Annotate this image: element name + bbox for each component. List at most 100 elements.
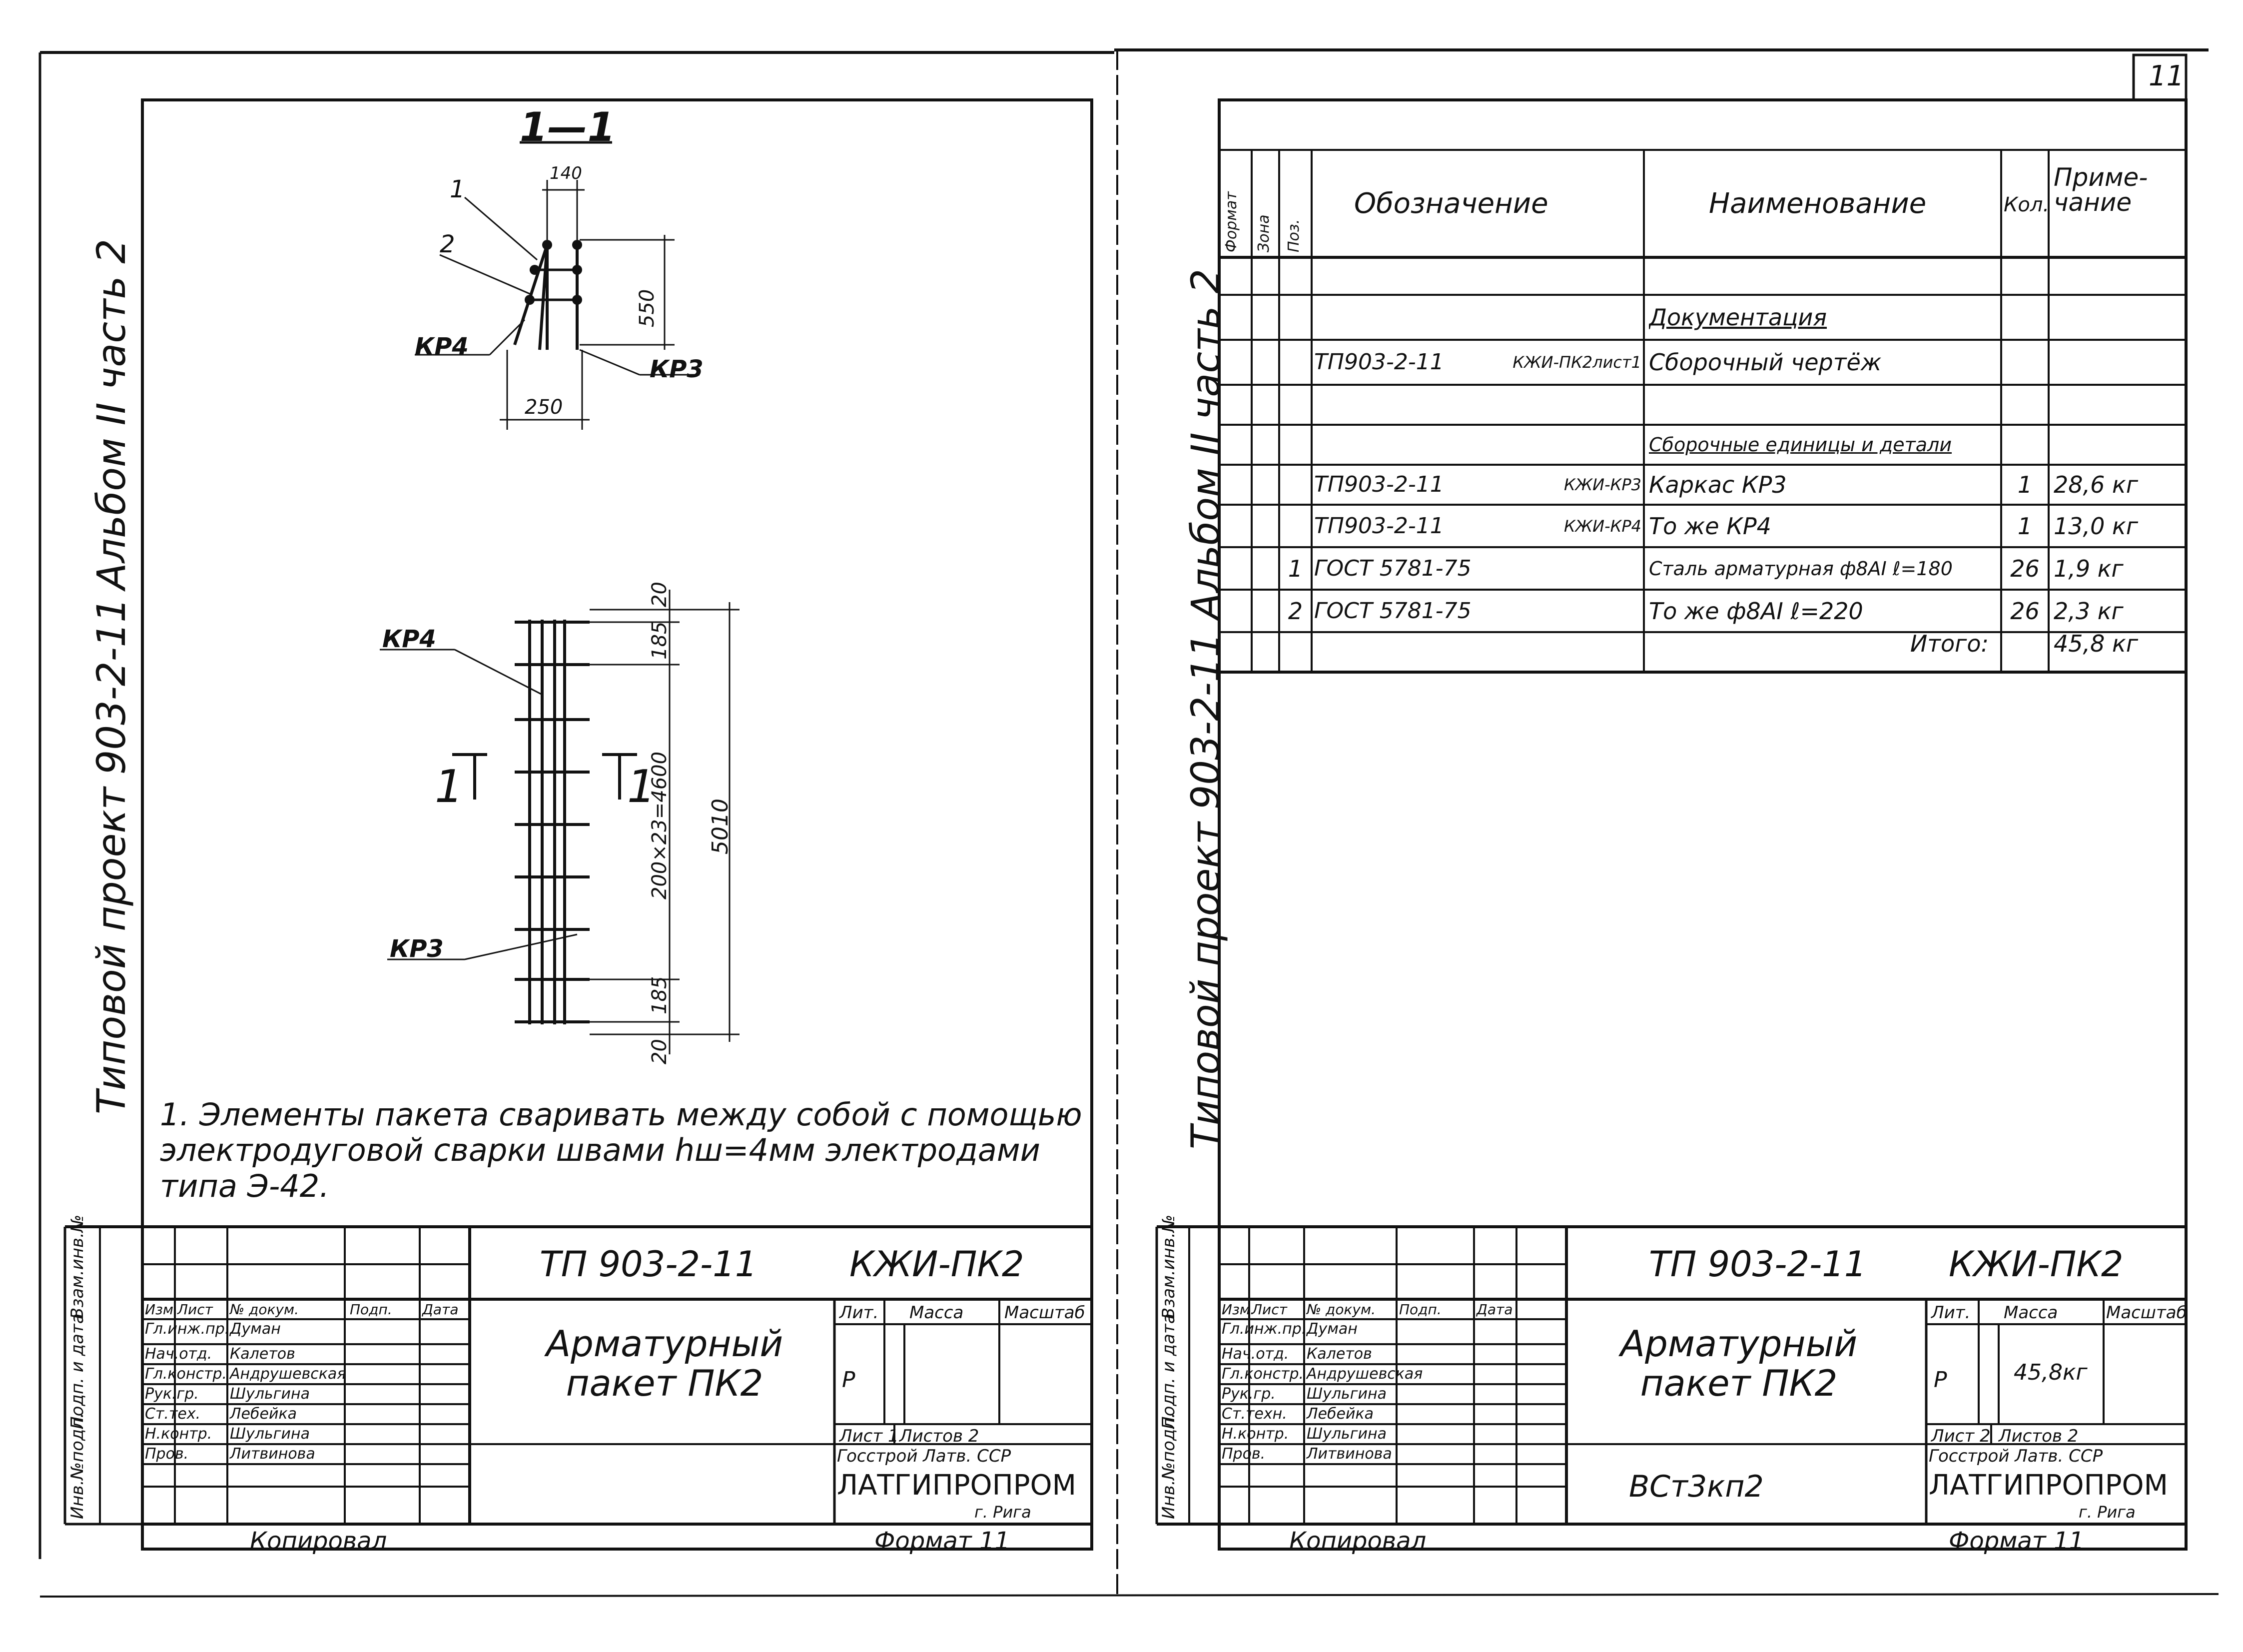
plan-kr4-label: КР4 bbox=[382, 625, 436, 653]
left-sheet: Лист 1 bbox=[839, 1426, 899, 1446]
spec-pos: 2 bbox=[1288, 597, 1303, 625]
right-margin-project: Типовой проект 903-2-11 bbox=[1184, 633, 1229, 1149]
page-number: 11 bbox=[2149, 60, 2185, 92]
right-org2: ЛАТГИПРОПРОМ bbox=[1929, 1469, 2168, 1502]
spec-doc: КЖИ-ПК2лист1 bbox=[1512, 353, 1641, 372]
spec-qty: 1 bbox=[2017, 512, 2033, 540]
spec-qty bbox=[2004, 295, 2046, 340]
plan-dim-bottom: 20 bbox=[648, 1039, 671, 1064]
person-name: Калетов bbox=[230, 1345, 295, 1363]
person-name: Шульгина bbox=[1307, 1425, 1387, 1443]
spec-doc: КЖИ-КР4 bbox=[1563, 516, 1641, 536]
section-kr4-label: КР4 bbox=[415, 333, 469, 361]
left-sheets: Листов 2 bbox=[899, 1426, 979, 1446]
person-name: Андрушевская bbox=[1307, 1365, 1423, 1383]
spec-doc bbox=[1479, 425, 1641, 465]
right-sheet: Лист 2 bbox=[1931, 1426, 1991, 1446]
weld-note: 1. Элементы пакета сваривать между собой… bbox=[160, 1096, 1082, 1204]
right-table-grid bbox=[1219, 149, 2186, 674]
left-hdr-list: Лист bbox=[177, 1301, 213, 1318]
right-doc-code: ТП 903-2-11 bbox=[1649, 1244, 1867, 1285]
right-hdr-list: Лист bbox=[1252, 1301, 1287, 1318]
spec-note: 1,9 кг bbox=[2054, 555, 2124, 582]
left-margin-album: Альбом II часть 2 bbox=[89, 238, 134, 590]
spec-note bbox=[2054, 295, 2184, 340]
person-name: Лебейка bbox=[230, 1405, 297, 1423]
spec-designation: ТП903-2-11 bbox=[1314, 349, 1444, 375]
person-role: Рук.гр. bbox=[145, 1385, 199, 1403]
spec-pos bbox=[1282, 295, 1309, 340]
spec-note: 28,6 кг bbox=[2054, 471, 2138, 498]
person-role: Пров. bbox=[145, 1445, 189, 1463]
spec-name bbox=[1649, 385, 1999, 425]
person-role: Н.контр. bbox=[145, 1425, 212, 1443]
hdr-zone: Зона bbox=[1255, 214, 1273, 252]
hdr-format: Формат bbox=[1223, 191, 1240, 252]
right-mass-value: 45,8кг bbox=[2014, 1360, 2088, 1385]
person-name: Шульгина bbox=[1307, 1385, 1387, 1403]
left-mass-label: Масса bbox=[909, 1303, 964, 1323]
spec-note bbox=[2054, 340, 2184, 385]
right-city: г. Рига bbox=[2079, 1503, 2136, 1522]
spec-designation bbox=[1314, 385, 1494, 425]
spec-designation: ТП903-2-11 bbox=[1314, 472, 1444, 497]
left-lit-label: Лит. bbox=[839, 1303, 879, 1323]
left-hdr-doc: № докум. bbox=[230, 1301, 299, 1318]
hdr-pos: Поз. bbox=[1285, 219, 1303, 252]
left-title-block-grid bbox=[63, 1225, 1092, 1526]
cut-mark-right: 1 bbox=[627, 761, 656, 813]
left-scale-label: Масштаб bbox=[1004, 1303, 1085, 1323]
spec-name: Итого: bbox=[1910, 632, 1989, 655]
person-role: Гл.констр. bbox=[1222, 1365, 1304, 1383]
spec-qty bbox=[2004, 340, 2046, 385]
spec-pos bbox=[1282, 340, 1309, 385]
section-dim-top: 140 bbox=[550, 163, 582, 183]
spec-designation bbox=[1314, 295, 1494, 340]
person-role: Нач.отд. bbox=[145, 1345, 212, 1363]
left-side-label-3: Взам.инв.№ bbox=[67, 1214, 87, 1319]
person-role: Гл.инж.пр. bbox=[1222, 1320, 1307, 1338]
spec-name: Сталь арматурная ф8AI ℓ=180 bbox=[1649, 557, 1953, 580]
person-role: Н.контр. bbox=[1222, 1425, 1289, 1443]
left-copied: Копировал bbox=[250, 1527, 387, 1555]
spec-note bbox=[2054, 385, 2184, 425]
spec-doc bbox=[1479, 590, 1641, 632]
right-doc-name: Арматурный пакет ПК2 bbox=[1620, 1323, 1858, 1405]
person-name: Андрушевская bbox=[230, 1365, 346, 1383]
hdr-note: Приме-чание bbox=[2054, 163, 2148, 217]
right-sheets: Листов 2 bbox=[1999, 1426, 2079, 1446]
right-hdr-date: Дата bbox=[1477, 1301, 1513, 1318]
spec-note bbox=[2054, 425, 2184, 465]
spec-doc: КЖИ-КР3 bbox=[1563, 475, 1641, 494]
spec-pos: 1 bbox=[1288, 555, 1303, 582]
right-hdr-sign: Подп. bbox=[1399, 1301, 1442, 1318]
person-role: Ст.тех. bbox=[145, 1405, 201, 1423]
spec-qty: 26 bbox=[2010, 555, 2040, 582]
cut-mark-left: 1 bbox=[435, 761, 464, 813]
left-side-label-2: Подп. и дата bbox=[67, 1313, 87, 1429]
spec-note: 45,8 кг bbox=[2054, 632, 2138, 655]
right-title-block-grid bbox=[1155, 1225, 2186, 1526]
section-kr3-label: КР3 bbox=[650, 355, 704, 383]
right-side-label-3: Взам.инв.№ bbox=[1159, 1214, 1179, 1319]
spec-pos bbox=[1282, 425, 1309, 465]
section-view bbox=[415, 141, 700, 430]
left-doc-code: ТП 903-2-11 bbox=[540, 1244, 757, 1285]
spec-qty: 26 bbox=[2010, 597, 2040, 625]
spec-note: 13,0 кг bbox=[2054, 512, 2138, 540]
person-name: Лебейка bbox=[1307, 1405, 1374, 1423]
right-scale-label: Масштаб bbox=[2106, 1303, 2187, 1323]
spec-pos bbox=[1282, 385, 1309, 425]
hdr-qty: Кол. bbox=[2004, 193, 2050, 216]
hdr-designation: Обозначение bbox=[1354, 187, 1548, 220]
right-lit-label: Лит. bbox=[1931, 1303, 1971, 1323]
left-hdr-izm: Изм. bbox=[145, 1301, 178, 1318]
person-name: Литвинова bbox=[230, 1445, 315, 1463]
left-hdr-sign: Подп. bbox=[350, 1301, 392, 1318]
spec-name: То же ф8AI ℓ=220 bbox=[1649, 597, 1863, 625]
person-name: Шульгина bbox=[230, 1425, 310, 1443]
spec-name: Сборочные единицы и детали bbox=[1649, 434, 1952, 456]
left-org1: Госстрой Латв. ССР bbox=[837, 1446, 1011, 1466]
person-role: Рук.гр. bbox=[1222, 1385, 1276, 1403]
